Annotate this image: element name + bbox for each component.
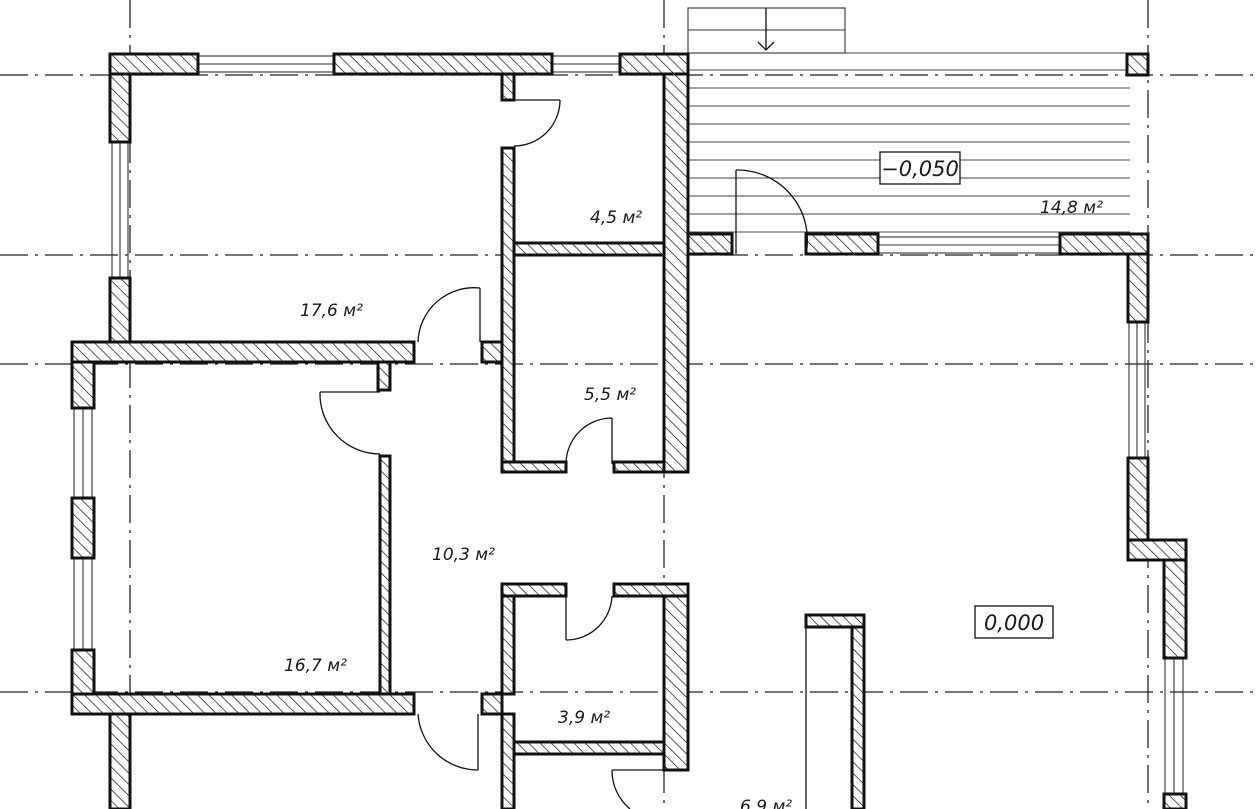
wall-core-stub <box>686 232 734 256</box>
wall-right-2 <box>1126 456 1150 542</box>
wall-55-bottom-a <box>500 460 568 474</box>
wall-mid-stub <box>376 360 392 392</box>
area-label-4-5: 4,5 м² <box>590 208 642 228</box>
wall-corridor-stub <box>480 340 504 364</box>
wall-living-top-2 <box>1058 232 1150 256</box>
level-mark-terrace-text: −0,050 <box>881 157 959 181</box>
wall-left-1 <box>108 72 132 144</box>
wall-partition-top <box>804 613 866 629</box>
wall-partition <box>850 625 866 809</box>
wall-bath-mid <box>512 241 666 257</box>
terrace-post <box>1125 52 1150 77</box>
wall-left-4 <box>70 496 96 560</box>
doors <box>319 99 809 809</box>
wall-right-5 <box>1162 792 1188 809</box>
wall-right-1 <box>1126 252 1150 324</box>
wall-39-right <box>662 594 690 772</box>
wall-39-left-b <box>500 712 516 809</box>
area-label-5-5: 5,5 м² <box>584 385 636 405</box>
walls <box>70 52 1188 809</box>
wall-39-top-b <box>612 582 690 598</box>
wall-bottom-stub <box>108 712 132 809</box>
area-label-3-9: 3,9 м² <box>558 708 610 728</box>
wall-bedroom-right <box>378 454 392 696</box>
level-mark-floor: 0,000 <box>974 605 1054 639</box>
wall-top-3 <box>618 52 690 76</box>
wall-mid-h <box>70 340 416 364</box>
wall-top-2 <box>332 52 554 76</box>
level-mark-terrace: −0,050 <box>879 151 961 185</box>
wall-39-stub <box>480 692 504 716</box>
wall-left-5 <box>70 648 96 696</box>
wall-left-2 <box>108 276 132 344</box>
wall-right-4 <box>1162 558 1188 660</box>
wall-39-bottom <box>512 740 666 756</box>
windows <box>73 55 1184 795</box>
entrance-steps <box>687 7 846 54</box>
wall-39-left-a <box>500 594 516 696</box>
area-label-6-9: 6,9 м² <box>740 797 792 809</box>
area-label-16-7: 16,7 м² <box>284 656 347 676</box>
area-label-10-3: 10,3 м² <box>432 545 495 565</box>
wall-55-bottom-b <box>612 460 666 474</box>
area-label-17-6: 17,6 м² <box>300 301 363 321</box>
wall-top-1 <box>108 52 200 76</box>
wall-bath-stub <box>500 72 516 102</box>
wall-left-3 <box>70 360 96 410</box>
area-label-14-8: 14,8 м² <box>1040 198 1103 218</box>
wall-core-right <box>662 72 690 474</box>
wall-bottom-h <box>70 692 416 716</box>
wall-right-3 <box>1126 538 1188 562</box>
level-mark-floor-text: 0,000 <box>984 611 1044 635</box>
wall-39-top-a <box>500 582 568 598</box>
wall-living-top-1 <box>804 232 880 256</box>
area-labels: 17,6 м² 16,7 м² 10,3 м² 4,5 м² 5,5 м² 3,… <box>284 198 1103 809</box>
wall-bath-left <box>500 146 516 466</box>
